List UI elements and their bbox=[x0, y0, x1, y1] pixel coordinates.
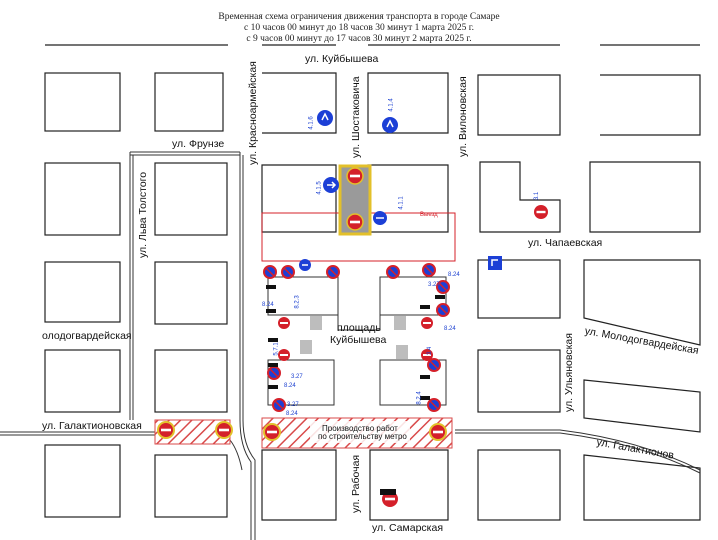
sign-code-8-24-b: 8.24 bbox=[286, 411, 298, 417]
direction-signs bbox=[299, 110, 502, 271]
no-stopping-signs bbox=[263, 263, 450, 412]
sign-code-8-2-4: 8.2.4 bbox=[416, 391, 423, 405]
street-lva-tolstogo: ул. Льва Толстого bbox=[137, 171, 149, 258]
sign-code-8-2-3: 8.2.3 bbox=[294, 295, 301, 309]
tram-rails bbox=[0, 151, 701, 540]
header-line-3: с 9 часов 00 минут до 17 часов 30 минут … bbox=[246, 34, 472, 44]
sign-posts bbox=[266, 285, 445, 495]
sign-code-3-4: 3.4 bbox=[427, 346, 434, 356]
street-rabochaya: ул. Рабочая bbox=[350, 454, 362, 513]
sign-code-3-27-a: 3.27 bbox=[291, 374, 303, 380]
sign-code-4-1-6: 4.1.6 bbox=[308, 116, 315, 130]
sign-code-5-7-1: 5.7.1 bbox=[273, 342, 280, 356]
sign-code-3-27-b: 3.27 bbox=[287, 402, 299, 408]
sign-code-8-24-a: 8.24 bbox=[284, 383, 296, 389]
sign-code-3-1: 3.1 bbox=[534, 191, 541, 201]
street-krasnoarmeyskaya: ул. Красноармейская bbox=[247, 61, 259, 165]
sign-code-4-1-4: 4.1.4 bbox=[388, 98, 395, 112]
exit-label: Выезд bbox=[420, 212, 438, 218]
square-label-line2: Куйбышева bbox=[330, 334, 387, 346]
square-blocks bbox=[267, 276, 447, 406]
street-molodogvardeyskaya-left: олодогвардейская bbox=[42, 330, 132, 342]
street-ulyanovskaya: ул. Ульяновская bbox=[563, 333, 575, 412]
header-line-1: Временная схема ограничения движения тра… bbox=[218, 12, 500, 22]
sign-code-8-24-c: 8.24 bbox=[262, 302, 274, 308]
sign-code-4-1-5: 4.1.5 bbox=[316, 181, 323, 195]
sign-code-4-1-1: 4.1.1 bbox=[398, 196, 405, 210]
square-label-line1: площадь bbox=[337, 322, 381, 334]
works-label-line2: по строительству метро bbox=[318, 432, 407, 441]
street-frunze: ул. Фрунзе bbox=[172, 138, 225, 150]
sign-code-3-27-c: 3.27 bbox=[428, 282, 440, 288]
works-label-line1: Производство работ bbox=[322, 424, 398, 433]
street-kuybysheva: ул. Куйбышева bbox=[305, 53, 379, 65]
street-samarskaya: ул. Самарская bbox=[372, 522, 444, 534]
parking-signs bbox=[300, 316, 408, 359]
header-line-2: с 10 часов 00 минут до 18 часов 30 минут… bbox=[244, 23, 474, 33]
street-galaktionovskaya-left: ул. Галактионовская bbox=[42, 420, 142, 432]
street-shostakovicha: ул. Шостаковича bbox=[350, 76, 362, 158]
street-vilonovskaya: ул. Вилоновская bbox=[457, 76, 469, 157]
street-chapaevskaya: ул. Чапаевская bbox=[528, 237, 603, 249]
sign-code-8-24-e: 8.24 bbox=[444, 326, 456, 332]
sign-code-8-24-d: 8.24 bbox=[448, 272, 460, 278]
